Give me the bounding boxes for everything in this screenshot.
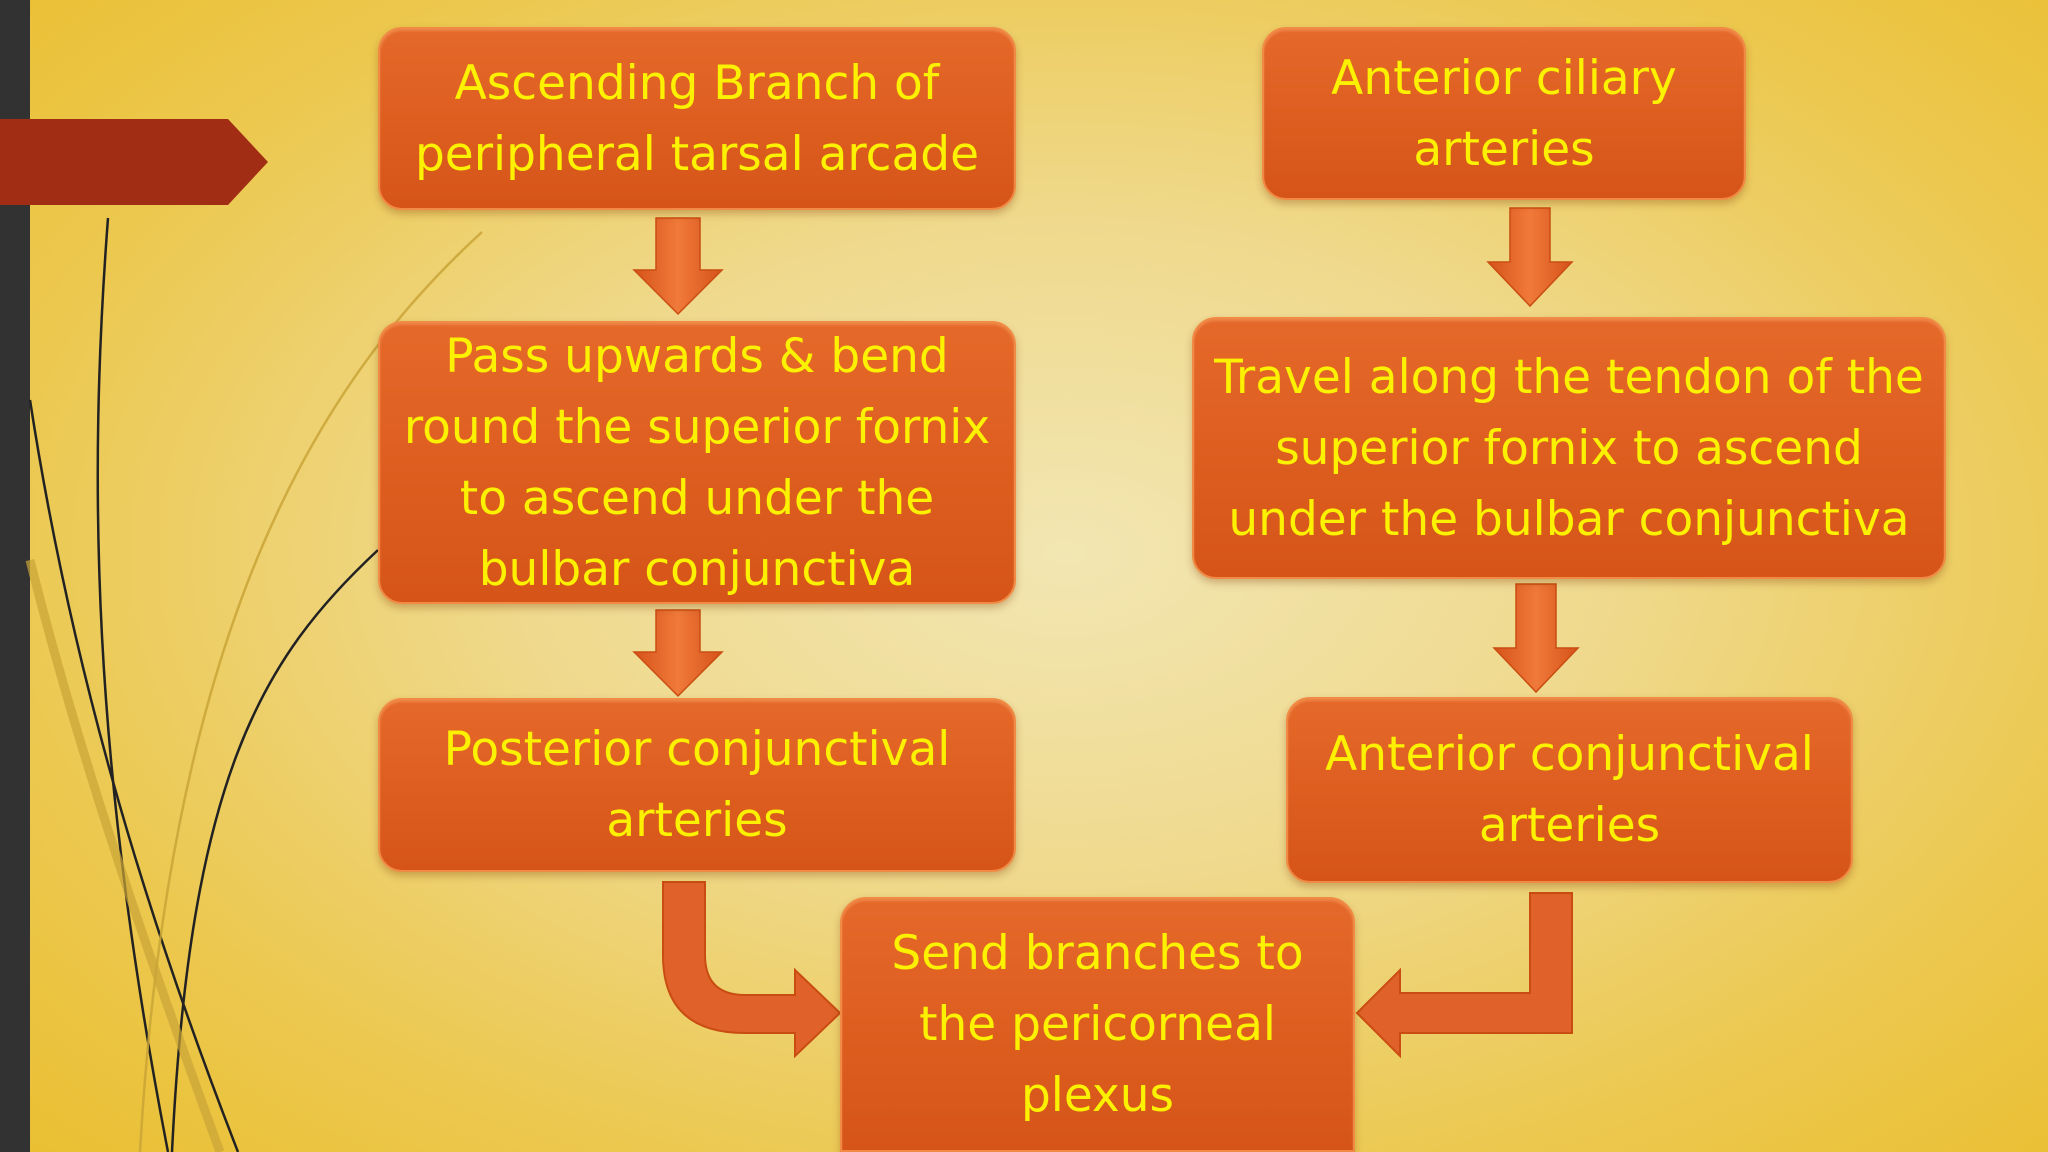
- box-ascending-branch: Ascending Branch of peripheral tarsal ar…: [378, 27, 1016, 210]
- arrow-bend-right: [1355, 892, 1573, 1059]
- box-ascending-branch-label: Ascending Branch of peripheral tarsal ar…: [414, 55, 980, 182]
- box-anterior-conjunctival-label: Anterior conjunctival arteries: [1325, 727, 1814, 853]
- arrow-right-1: [1486, 207, 1574, 308]
- box-anterior-ciliary: Anterior ciliary arteries: [1262, 27, 1746, 200]
- box-pericorneal-plexus: Send branches to the pericorneal plexus: [840, 897, 1355, 1152]
- box-pass-upwards-label: Pass upwards & bend round the superior f…: [403, 328, 991, 597]
- arrow-left-1: [632, 217, 724, 316]
- box-pass-upwards: Pass upwards & bend round the superior f…: [378, 321, 1016, 604]
- arrow-left-2: [632, 609, 724, 698]
- box-pericorneal-plexus-label: Send branches to the pericorneal plexus: [891, 926, 1304, 1123]
- box-travel-along-tendon-label: Travel along the tendon of the superior …: [1214, 349, 1924, 547]
- box-posterior-conjunctival-label: Posterior conjunctival arteries: [443, 722, 951, 848]
- box-anterior-ciliary-label: Anterior ciliary arteries: [1331, 50, 1677, 177]
- box-posterior-conjunctival: Posterior conjunctival arteries: [378, 698, 1016, 872]
- box-travel-along-tendon: Travel along the tendon of the superior …: [1192, 317, 1946, 579]
- box-anterior-conjunctival: Anterior conjunctival arteries: [1286, 697, 1853, 883]
- red-arrow-tab: [0, 119, 268, 205]
- arrow-bend-left: [662, 881, 842, 1059]
- arrow-right-2: [1492, 583, 1580, 694]
